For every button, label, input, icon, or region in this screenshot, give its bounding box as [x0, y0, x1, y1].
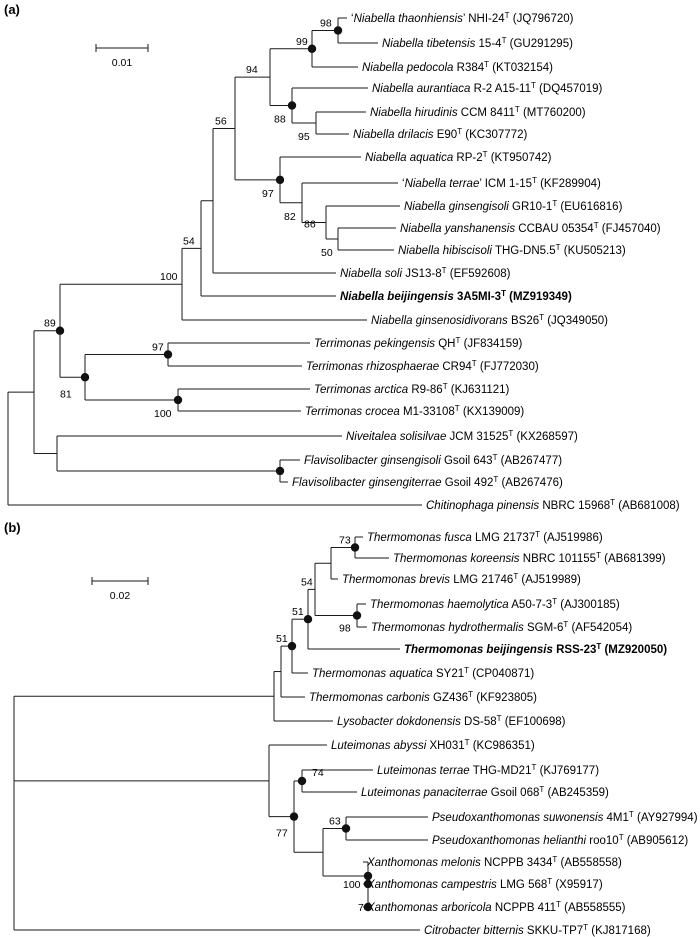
bootstrap-node-marker [80, 373, 90, 382]
taxon-label: ‘Niabella terrae’ ICM 1-15T (KF289904) [402, 176, 601, 191]
bootstrap-value: 94 [246, 64, 258, 76]
taxon-label: Niabella soli JS13-8T (EF592608) [340, 266, 511, 281]
bootstrap-value: 54 [301, 576, 313, 588]
taxon-label: Niabella ginsenosidivorans BS26T (JQ3490… [371, 313, 608, 328]
bootstrap-value: 89 [44, 318, 56, 330]
bootstrap-value: 50 [321, 247, 333, 259]
bootstrap-node-marker [333, 26, 343, 35]
bootstrap-node-marker [352, 611, 362, 620]
panel-label: (b) [4, 520, 21, 535]
taxon-label: Niveitalea solisilvae JCM 31525T (KX2685… [346, 429, 578, 444]
bootstrap-value: 51 [276, 633, 288, 645]
bootstrap-node-marker [173, 395, 183, 405]
taxon-label: Niabella hirudinis CCM 8411T (MT760200) [370, 105, 586, 120]
scale-bar-label: 0.01 [112, 57, 133, 69]
taxon-label: Niabella yanshanensis CCBAU 05354T (FJ45… [400, 221, 661, 236]
bootstrap-value: 100 [343, 879, 361, 891]
taxon-label: Terrimonas rhizosphaerae CR94T (FJ772030… [306, 359, 539, 374]
taxon-label: Xanthomonas arboricola NCPPB 411T (AB558… [366, 900, 626, 915]
taxon-label: Thermomonas beijingensis RSS-23T (MZ9200… [404, 642, 667, 657]
taxon-label: Thermomonas koreensis NBRC 101155T (AB68… [393, 551, 666, 566]
taxon-label: Citrobacter bitternis SKKU-TP7T (KJ81716… [424, 923, 651, 937]
taxon-label: Niabella ginsengisoli GR10-1T (EU616816) [404, 199, 623, 214]
bootstrap-value: 86 [304, 219, 316, 231]
bootstrap-node-marker [363, 871, 373, 881]
bootstrap-value: 63 [329, 816, 341, 828]
bootstrap-node-marker [307, 44, 317, 53]
bootstrap-value: 95 [298, 131, 310, 143]
taxon-label: Terrimonas crocea M1-33108T (KX139009) [305, 404, 524, 419]
taxon-label: Niabella aurantiaca R-2 A15-11T (DQ45701… [372, 81, 603, 96]
taxon-label: Terrimonas pekingensis QHT (JF834159) [314, 336, 523, 351]
taxon-label: Niabella beijingensis 3A5MI-3T (MZ919349… [340, 289, 572, 304]
taxon-label: Flavisolibacter ginsengiterrae Gsoil 492… [292, 475, 563, 490]
taxon-label: Thermomonas carbonis GZ436T (KF923805) [309, 690, 537, 705]
taxon-label: Luteimonas terrae THG-MD21T (KJ769177) [377, 763, 599, 778]
bootstrap-value: 97 [152, 342, 164, 354]
bootstrap-value: 81 [60, 388, 72, 400]
bootstrap-value: 51 [292, 606, 304, 618]
taxon-label: Flavisolibacter ginsengisoli Gsoil 643T … [304, 453, 562, 468]
bootstrap-value: 77 [276, 828, 288, 840]
bootstrap-node-marker [287, 101, 297, 110]
bootstrap-node-marker [350, 543, 360, 552]
bootstrap-value: 100 [154, 408, 172, 420]
bootstrap-node-marker [303, 614, 313, 624]
taxon-label: Luteimonas abyssi XH031T (KC986351) [331, 738, 535, 753]
taxon-label: Pseudoxanthomonas suwonensis 4M1T (AY927… [432, 810, 698, 825]
taxon-label: Thermomonas aquatica SY21T (CP040871) [312, 666, 534, 681]
bootstrap-node-marker [163, 350, 173, 359]
taxon-label: Thermomonas brevis LMG 21746T (AJ519989) [342, 572, 581, 587]
bootstrap-value: 98 [320, 18, 332, 30]
bootstrap-node-marker [289, 812, 299, 821]
bootstrap-value: 74 [312, 767, 324, 779]
taxon-label: Xanthomonas campestris LMG 568T (X95917) [366, 877, 603, 892]
taxon-label: Lysobacter dokdonensis DS-58T (EF100698) [337, 714, 566, 729]
bootstrap-value: 73 [339, 535, 351, 547]
bootstrap-node-marker [55, 326, 65, 335]
bootstrap-value: 74 [358, 902, 370, 914]
bootstrap-value: 99 [296, 36, 308, 48]
taxon-label: Niabella hibiscisoli THG-DN5.5T (KU50521… [398, 243, 626, 258]
taxon-label: Thermomonas fusca LMG 21737T (AJ519986) [367, 530, 603, 545]
taxon-label: Xanthomonas melonis NCPPB 3434T (AB55855… [366, 855, 622, 870]
panel-label: (a) [4, 2, 20, 17]
taxon-label: Niabella drilacis E90T (KC307772) [353, 127, 527, 142]
bootstrap-node-marker [297, 776, 307, 786]
taxon-label: Niabella tibetensis 15-4T (GU291295) [382, 36, 573, 51]
bootstrap-node-marker [363, 879, 373, 889]
bootstrap-value: 88 [274, 114, 286, 126]
bootstrap-node-marker [341, 824, 351, 833]
taxon-label: Luteimonas panaciterrae Gsoil 068T (AB24… [361, 785, 609, 800]
taxon-label: ‘Niabella thaonhiensis’ NHI-24T (JQ79672… [351, 11, 574, 26]
taxon-label: Niabella aquatica RP-2T (KT950742) [365, 150, 552, 165]
bootstrap-value: 98 [339, 623, 351, 635]
bootstrap-value: 54 [183, 235, 195, 247]
taxon-label: Pseudoxanthomonas helianthi roo10T (AB90… [432, 833, 688, 848]
taxon-label: Thermomonas hydrothermalis SGM-6T (AF542… [371, 620, 632, 635]
bootstrap-value: 56 [215, 116, 227, 128]
scale-bar-label: 0.02 [110, 590, 131, 602]
bootstrap-node-marker [363, 902, 373, 912]
taxon-label: Thermomonas haemolytica A50-7-3T (AJ3001… [370, 597, 620, 612]
bootstrap-value: 97 [262, 188, 274, 200]
bootstrap-node-marker [287, 641, 297, 651]
bootstrap-node-marker [275, 175, 285, 185]
bootstrap-value: 82 [284, 211, 296, 223]
taxon-label: Chitinophaga pinensis NBRC 15968T (AB681… [426, 498, 680, 513]
bootstrap-node-marker [275, 466, 285, 476]
taxon-label: Terrimonas arctica R9-86T (KJ631121) [314, 382, 510, 397]
taxon-label: Niabella pedocola R384T (KT032154) [362, 60, 553, 75]
bootstrap-value: 100 [160, 271, 178, 283]
